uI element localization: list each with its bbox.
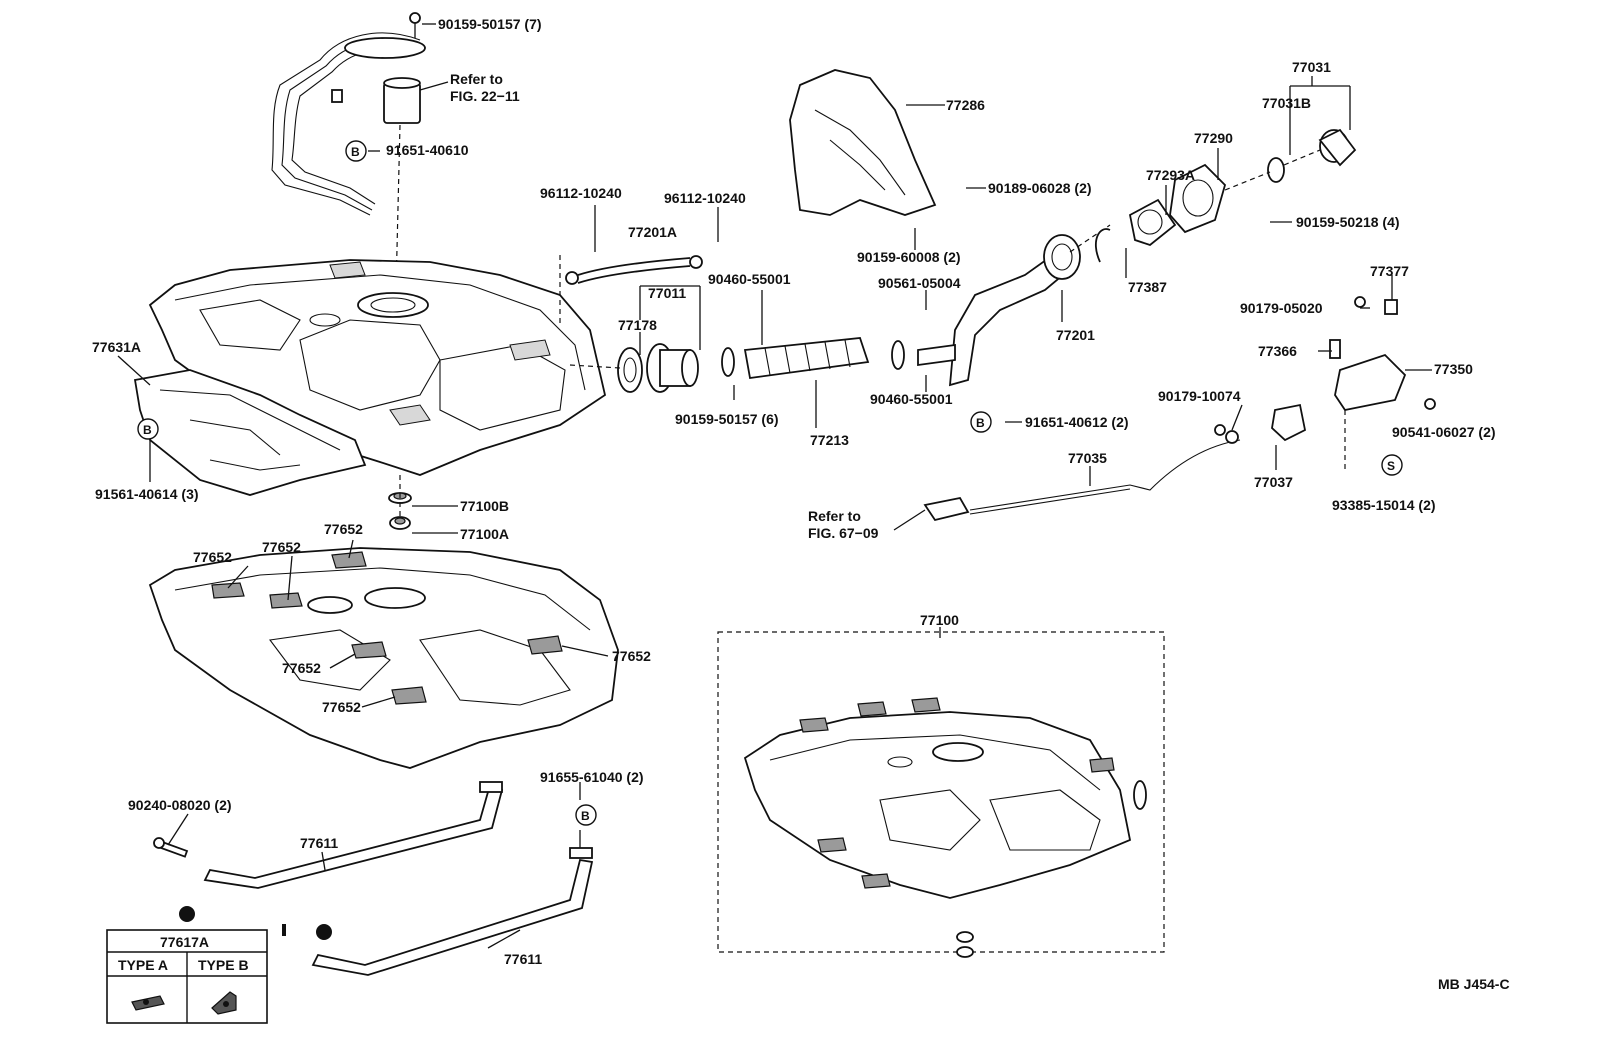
label-refer-to-1: Refer to <box>450 71 503 87</box>
label-77286: 77286 <box>946 97 985 113</box>
label-77293a: 77293A <box>1146 167 1195 183</box>
label-77178: 77178 <box>618 317 657 333</box>
label-90541-06027: 90541-06027 (2) <box>1392 424 1496 440</box>
heat-protector <box>789 69 937 216</box>
label-77652-c: 77652 <box>324 521 363 537</box>
label-90460-55001-b: 90460-55001 <box>870 391 953 407</box>
badge-b-icon <box>575 804 597 826</box>
label-77611-a: 77611 <box>300 835 338 851</box>
label-90179-05020: 90179-05020 <box>1240 300 1323 316</box>
label-77100a: 77100A <box>460 526 509 542</box>
table-col-type-b: TYPE B <box>198 957 249 973</box>
label-code: MB J454-C <box>1438 976 1510 992</box>
fuel-filler-door <box>1329 296 1436 412</box>
fuel-cap <box>1267 128 1357 183</box>
label-77201a: 77201A <box>628 224 677 240</box>
label-90159-50218: 90159-50218 (4) <box>1296 214 1400 230</box>
badge-b-text: B <box>581 809 590 823</box>
label-91651-40612: 91651-40612 (2) <box>1025 414 1129 430</box>
label-77031: 77031 <box>1292 59 1331 75</box>
filled-dot-icon <box>314 922 334 942</box>
label-91561-40614: 91561-40614 (3) <box>95 486 199 502</box>
filled-dot-icon <box>177 904 197 924</box>
fuel-pump-assembly <box>271 12 426 216</box>
label-77652-d: 77652 <box>282 660 321 676</box>
label-93385-15014: 93385-15014 (2) <box>1332 497 1436 513</box>
badge-b-text: B <box>976 416 985 430</box>
label-fig-67-09: FIG. 67−09 <box>808 525 879 541</box>
label-77366: 77366 <box>1258 343 1297 359</box>
label-96112-10240-b: 96112-10240 <box>664 190 746 206</box>
tank-assembly-frame <box>717 631 1165 953</box>
table-col-type-a: TYPE A <box>118 957 168 973</box>
badge-s-text: S <box>1387 459 1395 473</box>
label-90460-55001-a: 90460-55001 <box>708 271 791 287</box>
label-77031b: 77031B <box>1262 95 1311 111</box>
clip-type-a-icon <box>131 995 165 1011</box>
small-bolt-icon <box>282 924 286 936</box>
fuel-tank-band-lower <box>311 847 594 976</box>
fuel-tank-band-upper <box>203 781 504 889</box>
badge-b-text: B <box>143 423 152 437</box>
filler-opener-cable <box>923 403 1307 522</box>
label-fig-22-11: FIG. 22−11 <box>450 88 520 104</box>
label-77387: 77387 <box>1128 279 1167 295</box>
label-77652-f: 77652 <box>322 699 361 715</box>
label-77100b: 77100B <box>460 498 509 514</box>
filler-opening-plate <box>1169 163 1227 234</box>
label-77037: 77037 <box>1254 474 1293 490</box>
filler-pipe <box>917 234 1081 387</box>
fuel-tank-lower <box>148 547 619 769</box>
label-77011: 77011 <box>648 285 686 301</box>
filler-hose-assembly <box>565 255 905 393</box>
filler-gasket <box>1095 198 1177 263</box>
cushion-77100a <box>389 516 411 530</box>
label-77100: 77100 <box>920 612 959 628</box>
label-77290: 77290 <box>1194 130 1233 146</box>
label-77201: 77201 <box>1056 327 1095 343</box>
label-90179-10074: 90179-10074 <box>1158 388 1241 404</box>
band-bolt <box>153 837 189 858</box>
label-91655-61040: 91655-61040 (2) <box>540 769 644 785</box>
label-91651-40610: 91651-40610 <box>386 142 469 158</box>
badges: B B B B S <box>137 140 1403 942</box>
table-title: 77617A <box>160 934 209 950</box>
badge-b-icon <box>137 418 159 440</box>
label-77035: 77035 <box>1068 450 1107 466</box>
badge-b-text: B <box>351 145 360 159</box>
label-77652-b: 77652 <box>262 539 301 555</box>
label-96112-10240-a: 96112-10240 <box>540 185 622 201</box>
label-77350: 77350 <box>1434 361 1473 377</box>
type-table: 77617A TYPE A TYPE B <box>106 929 268 1024</box>
label-refer-to-2: Refer to <box>808 508 861 524</box>
badge-s-icon <box>1381 454 1403 476</box>
label-90240-08020: 90240-08020 (2) <box>128 797 232 813</box>
label-90159-50157-7: 90159-50157 (7) <box>438 16 542 32</box>
fuel-tank-upper <box>148 259 607 476</box>
fuel-tank-assembly <box>743 697 1147 958</box>
label-90159-60008: 90159-60008 (2) <box>857 249 961 265</box>
label-77652-a: 77652 <box>193 549 232 565</box>
label-90561-05004: 90561-05004 <box>878 275 961 291</box>
label-77377: 77377 <box>1370 263 1409 279</box>
label-90189-06028: 90189-06028 (2) <box>988 180 1092 196</box>
label-77213: 77213 <box>810 432 849 448</box>
leader-lines <box>117 23 1432 949</box>
badge-b-icon <box>970 411 992 433</box>
labels: 90159-50157 (7) Refer to FIG. 22−11 9165… <box>92 16 1510 992</box>
label-77652-e: 77652 <box>612 648 651 664</box>
label-77631a: 77631A <box>92 339 141 355</box>
badge-b-icon <box>345 140 367 162</box>
label-77611-b: 77611 <box>504 951 542 967</box>
label-90159-50157-6: 90159-50157 (6) <box>675 411 779 427</box>
clip-type-b-icon <box>211 991 237 1015</box>
